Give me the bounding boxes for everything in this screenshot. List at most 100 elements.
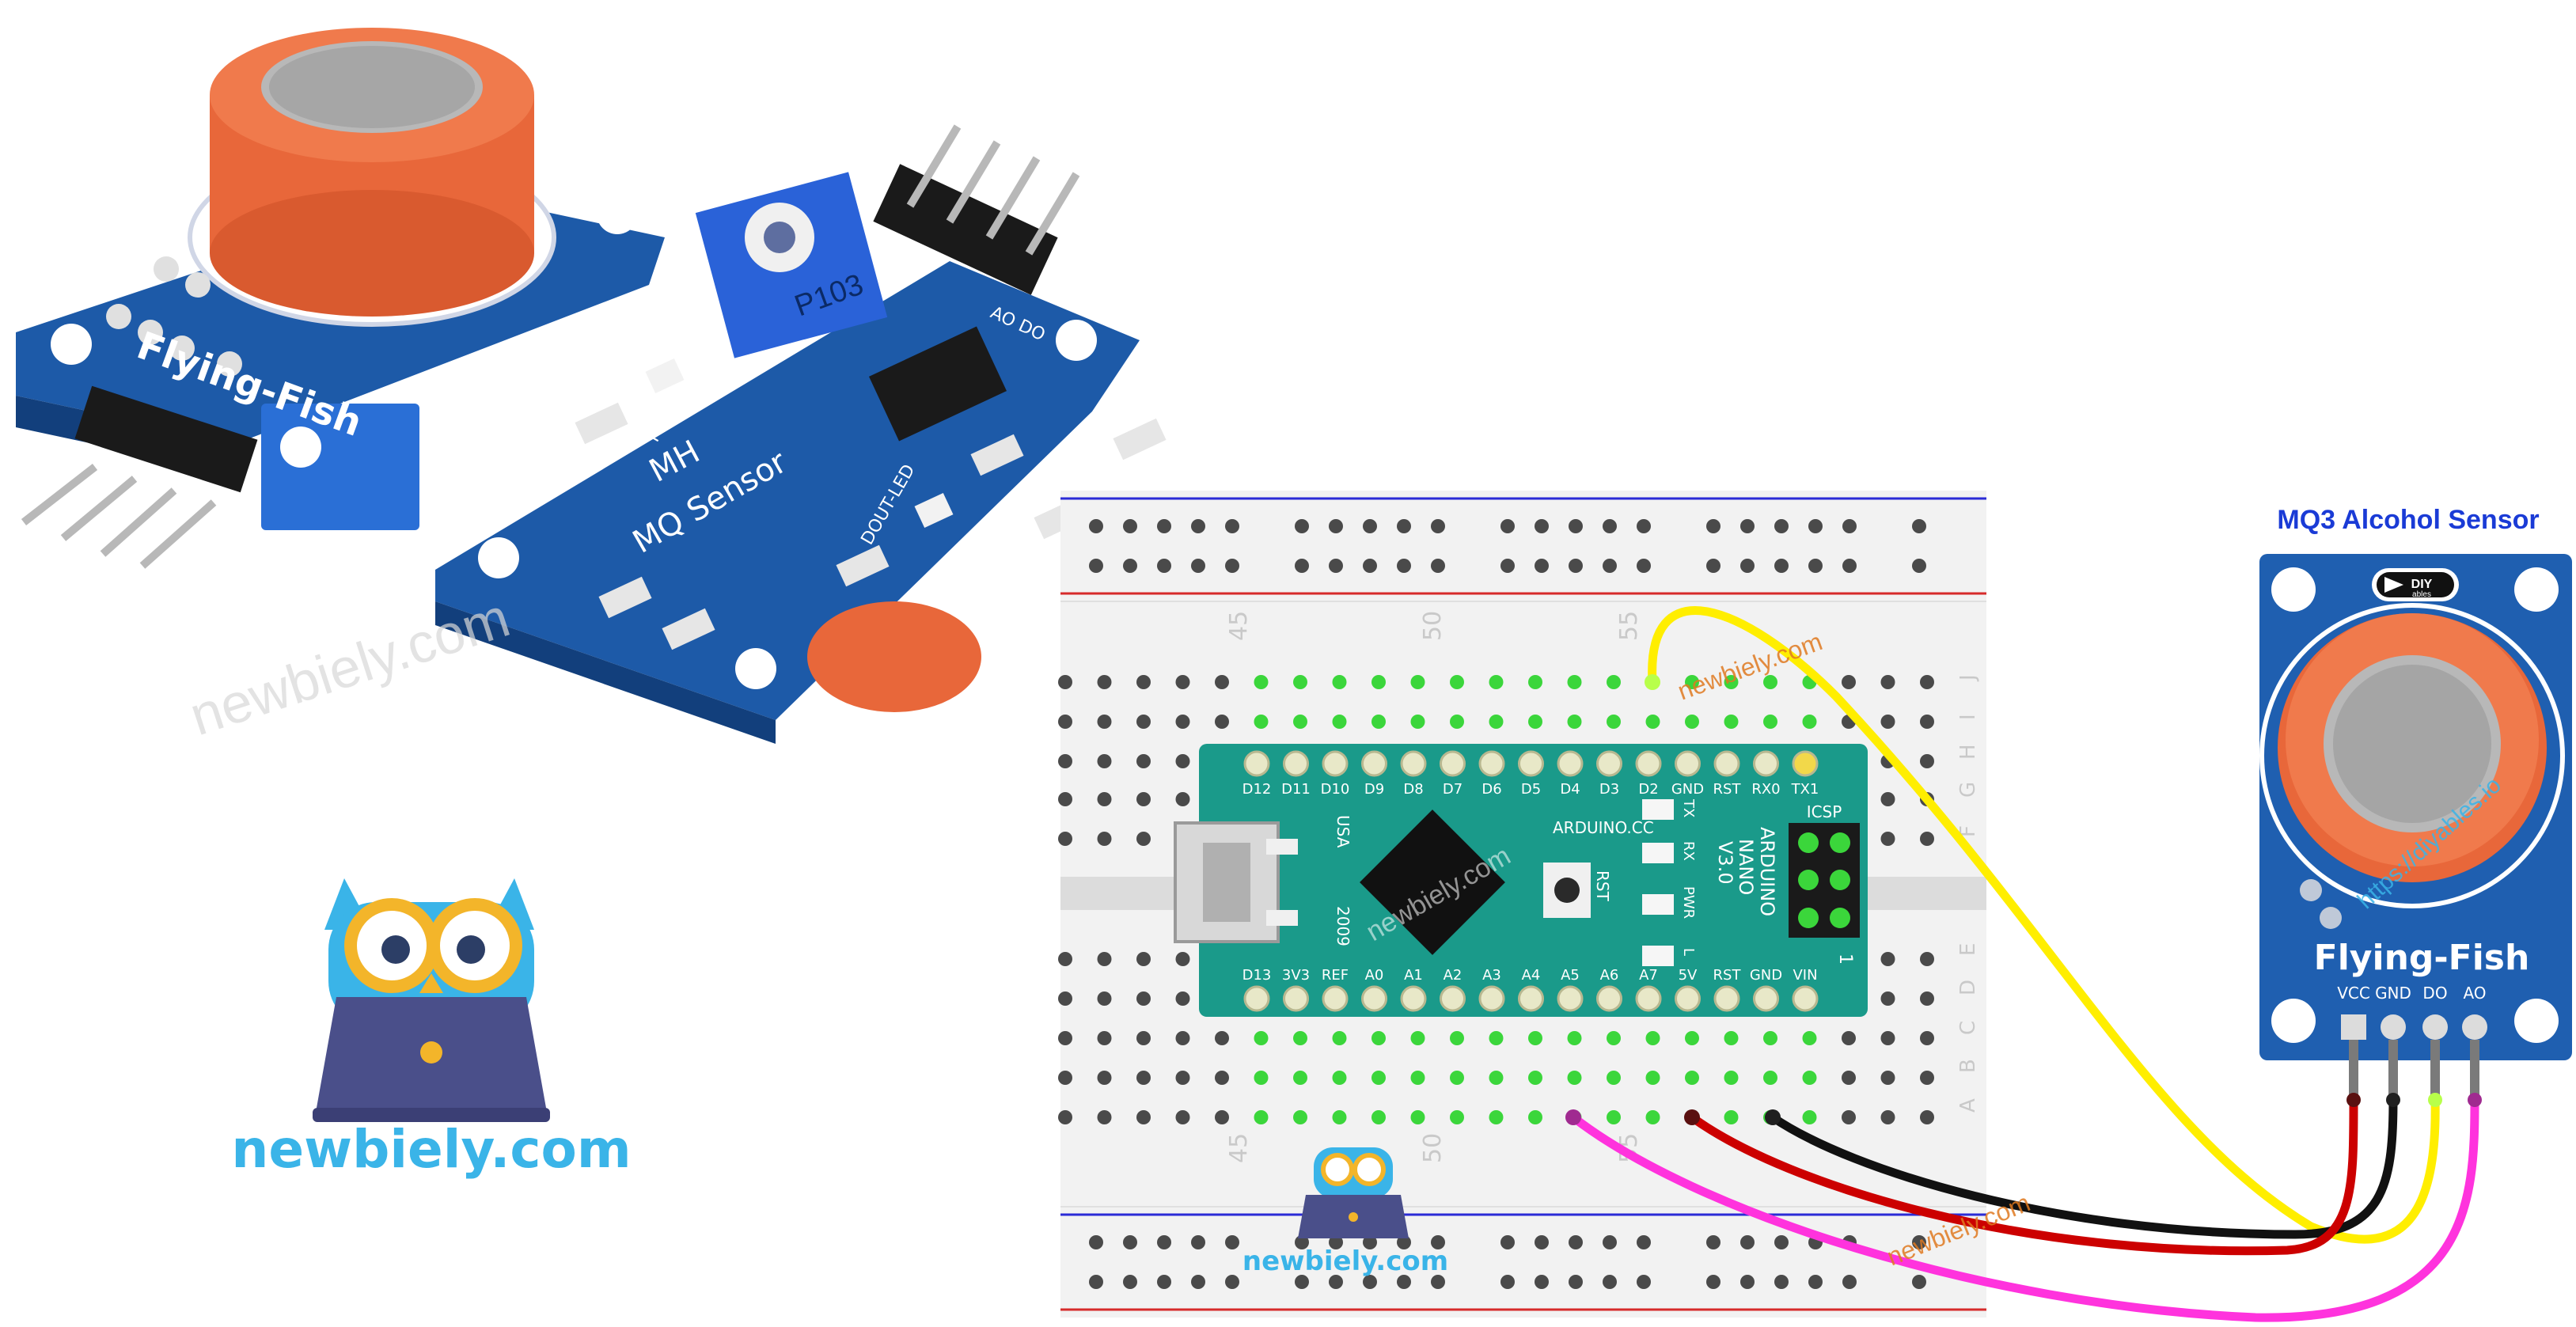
breadboard-hole [1097, 952, 1112, 966]
photo-header-pins-left [21, 385, 258, 569]
nano-top-pin-label: TX1 [1791, 781, 1819, 798]
wire-end-gnd [1765, 1109, 1781, 1125]
breadboard-hole [1489, 715, 1504, 729]
breadboard-hole [1489, 1110, 1504, 1124]
breadboard-hole [1175, 1110, 1190, 1124]
rail-hole [1295, 519, 1309, 533]
nano-bottom-pin-label: RST [1713, 967, 1742, 984]
breadboard-hole [1410, 1110, 1425, 1124]
wire-end-5v [1684, 1109, 1700, 1125]
breadboard-hole [1215, 715, 1229, 729]
breadboard-hole [1724, 1110, 1739, 1124]
breadboard-hole [1097, 991, 1112, 1006]
breadboard-hole [1489, 1031, 1504, 1045]
bb-row-C: C [1956, 1021, 1980, 1035]
breadboard-hole [1410, 715, 1425, 729]
nano-top-pin-pad [1753, 750, 1779, 777]
breadboard-hole [1175, 991, 1190, 1006]
nano-top-pin-pad [1322, 750, 1349, 777]
sensor-brand-label: Flying-Fish [2314, 938, 2530, 978]
rail-hole [1157, 1235, 1171, 1249]
nano-bottom-pin-pad [1753, 985, 1779, 1012]
rail-hole [1912, 559, 1926, 573]
rail-hole [1774, 1235, 1789, 1249]
breadboard-hole [1097, 715, 1112, 729]
breadboard-hole [1607, 1110, 1621, 1124]
nano-top-pin-pad [1518, 750, 1544, 777]
bb-col-number-top-55: 55 [1615, 611, 1643, 641]
breadboard-hole [1136, 832, 1151, 846]
breadboard-hole [1685, 1031, 1699, 1045]
breadboard-hole [1410, 1031, 1425, 1045]
breadboard-hole [1920, 991, 1934, 1006]
breadboard-hole [1920, 754, 1934, 768]
nano-top-pin-label: D12 [1242, 781, 1272, 798]
breadboard-hole [1489, 675, 1504, 689]
photo-module-back: P103 [435, 124, 1167, 744]
breadboard-hole [1880, 1110, 1895, 1124]
wire-ao-to-a5 [1569, 1095, 2479, 1322]
nano-bottom-pin-pad [1792, 985, 1819, 1012]
rail-hole [1295, 559, 1309, 573]
rail-hole [1329, 1235, 1343, 1249]
photo-sensor-cap [188, 28, 556, 327]
nano-icsp-label: ICSP [1807, 802, 1842, 821]
breadboard-hole [1136, 792, 1151, 806]
breadboard-hole [1645, 1031, 1660, 1045]
breadboard-hole [1097, 1031, 1112, 1045]
breadboard-hole [1136, 754, 1151, 768]
nano-bottom-pin-pad [1713, 985, 1740, 1012]
breadboard-hole [1489, 1071, 1504, 1085]
bb-row-D: D [1956, 980, 1980, 995]
bb-row-E: E [1956, 943, 1980, 956]
breadboard-hole [1450, 1071, 1464, 1085]
breadboard-hole [1371, 1031, 1386, 1045]
sensor-pin-label-ao: AO [2463, 984, 2486, 1003]
rail-hole [1706, 1235, 1720, 1249]
sensor-wire-end-ao [2468, 1093, 2482, 1107]
nano-board-version: V3.0 [1714, 841, 1736, 885]
bb-col-number-bottom-45: 45 [1225, 1133, 1253, 1163]
nano-bottom-pin-label: A0 [1365, 967, 1384, 984]
nano-bottom-pin-label: REF [1322, 967, 1349, 984]
breadboard-hole [1332, 675, 1347, 689]
nano-bottom-pin-pad [1596, 985, 1622, 1012]
nano-top-pin-label: D2 [1638, 781, 1658, 798]
breadboard-hole [1332, 1110, 1347, 1124]
nano-bottom-pin-pad [1478, 985, 1505, 1012]
bb-row-I: I [1956, 714, 1980, 720]
photo-module-front: Flying-Fish [16, 28, 665, 569]
rail-hole [1431, 1275, 1445, 1289]
breadboard-hole [1058, 675, 1072, 689]
nano-bottom-pin-label: 5V [1679, 967, 1698, 984]
nano-top-pin-pad [1596, 750, 1622, 777]
rail-hole [1157, 1275, 1171, 1289]
bb-row-H: H [1956, 744, 1980, 760]
nano-top-pin-pad [1283, 750, 1309, 777]
nano-top-pin-label: RST [1713, 781, 1742, 798]
breadboard-hole [1880, 792, 1895, 806]
breadboard-hole [1802, 715, 1817, 729]
breadboard-hole [1175, 1071, 1190, 1085]
breadboard-hole [1450, 1031, 1464, 1045]
sensor-pin-label-vcc: VCC [2337, 984, 2370, 1003]
rail-hole [1637, 1275, 1651, 1289]
rail-hole [1123, 559, 1137, 573]
rail-hole [1637, 1235, 1651, 1249]
nano-bottom-pin-label: A5 [1561, 967, 1580, 984]
breadboard-hole [1842, 675, 1856, 689]
rail-hole [1191, 1235, 1205, 1249]
breadboard-hole [1920, 1071, 1934, 1085]
breadboard-hole [1763, 675, 1777, 689]
breadboard-hole [1254, 675, 1269, 689]
rail-hole [1329, 559, 1343, 573]
rail-hole [1637, 559, 1651, 573]
nano-bottom-pin-label: 3V3 [1282, 967, 1310, 984]
breadboard-hole [1136, 675, 1151, 689]
breadboard-hole [1607, 1071, 1621, 1085]
breadboard-hole [1097, 1110, 1112, 1124]
breadboard-hole [1685, 1071, 1699, 1085]
rail-hole [1191, 559, 1205, 573]
